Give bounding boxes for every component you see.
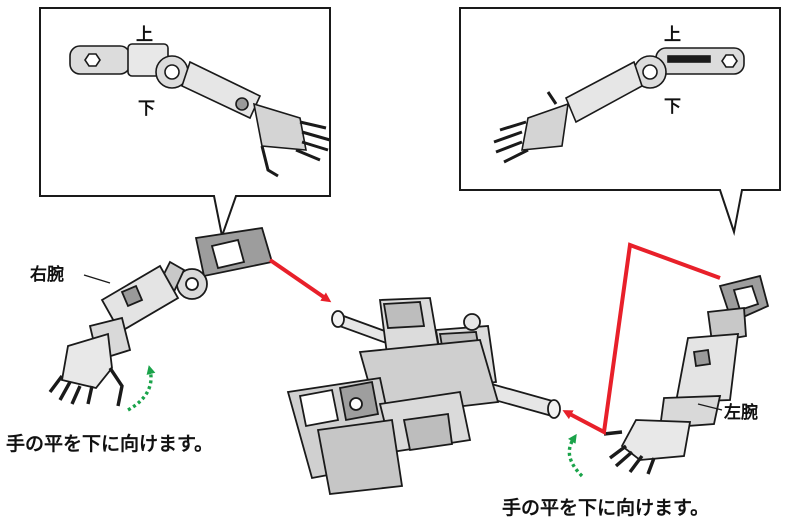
rotate-arrow-left-icon [127, 365, 156, 412]
rotate-arrow-right-icon [567, 433, 584, 478]
callout-right-down-label: 下 [664, 97, 681, 117]
red-guide-arrow-right [562, 242, 721, 436]
red-guide-arrow-left [268, 258, 332, 303]
callout-right-arm-illustration [493, 47, 745, 164]
callout-right: 上 下 [459, 7, 781, 236]
instruction-left: 手の平を下に向けます。 [6, 432, 213, 455]
right-arm-part [48, 226, 274, 407]
callout-right-up-label: 上 [664, 25, 681, 45]
left-arm-label: 左腕 [724, 402, 758, 423]
callout-left-arm-illustration [69, 43, 331, 178]
left-arm-leader-line [697, 403, 723, 411]
callout-left-down-label: 下 [138, 99, 155, 119]
left-arm-part [603, 274, 770, 475]
callout-left: 上 下 [39, 7, 331, 240]
callout-left-up-label: 上 [136, 25, 153, 45]
right-arm-label: 右腕 [30, 264, 64, 285]
body-frame-part [286, 297, 561, 495]
right-arm-leader-line [83, 274, 111, 284]
instruction-right: 手の平を下に向けます。 [502, 496, 709, 519]
